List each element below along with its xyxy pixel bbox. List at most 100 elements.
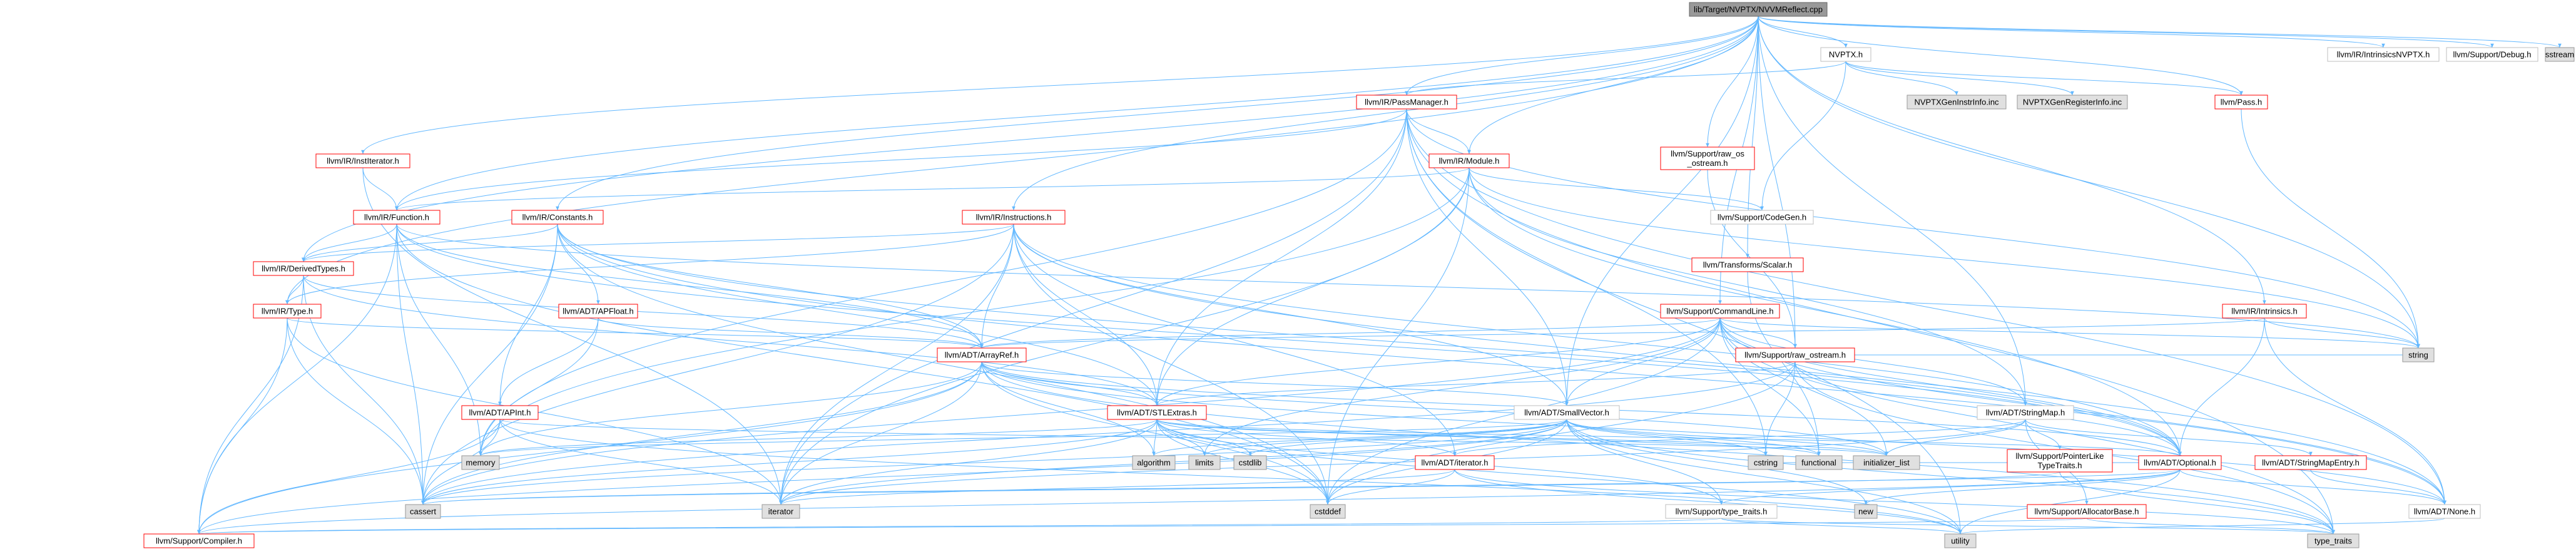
node-box-nvptx-h [1820, 47, 1871, 62]
node-label-raw-ostream: llvm/Support/raw_ostream.h [1744, 351, 1846, 360]
node-institerator[interactable]: llvm/IR/InstIterator.h [315, 153, 410, 168]
edge-smallvector-to-cstdlib [1248, 419, 1567, 456]
node-box-intrinsics-h [2222, 304, 2307, 319]
edge-constants_h-to-optional [557, 223, 2182, 456]
edge-constants_h-to-derivedtypes [302, 223, 558, 262]
node-stlextras[interactable]: llvm/ADT/STLExtras.h [1107, 405, 1207, 420]
node-apint[interactable]: llvm/ADT/APInt.h [461, 405, 539, 420]
node-scalar-h[interactable]: llvm/Transforms/Scalar.h [1691, 257, 1804, 272]
edge-commandline-to-limits [1203, 317, 1721, 456]
node-type-traits-h[interactable]: llvm/Support/type_traits.h [1665, 504, 1778, 519]
node-box-codegen-h [1710, 210, 1814, 225]
node-label-stringmapentry: llvm/ADT/StringMapEntry.h [2262, 458, 2360, 468]
edge-optional-to-utility [1958, 469, 2181, 535]
edge-pointerlike-to-type_traits [2059, 471, 2335, 535]
node-codegen-h[interactable]: llvm/Support/CodeGen.h [1710, 210, 1814, 225]
node-commandline[interactable]: llvm/Support/CommandLine.h [1660, 304, 1780, 319]
node-box-adt-none [2408, 504, 2481, 519]
node-box-functional [1795, 455, 1843, 470]
node-label-sstream: sstream [2545, 50, 2574, 59]
edge-root-to-smallvector [1565, 16, 1759, 406]
node-label-functional: functional [1801, 458, 1836, 468]
node-box-cassert [405, 504, 441, 519]
edge-optional-to-cassert [421, 469, 2181, 505]
node-apfloat[interactable]: llvm/ADT/APFloat.h [558, 304, 638, 319]
edge-smallvector-to-initializer_list [1566, 419, 1888, 456]
node-allocatorbase[interactable]: llvm/Support/AllocatorBase.h [2027, 504, 2147, 519]
node-instructions-h[interactable]: llvm/IR/Instructions.h [962, 210, 1066, 225]
edge-apfloat-to-arrayref [598, 317, 984, 349]
node-passmanager[interactable]: llvm/IR/PassManager.h [1356, 95, 1457, 110]
node-adt-iterator[interactable]: llvm/ADT/iterator.h [1415, 455, 1495, 470]
node-box-gen-instr [1907, 95, 2007, 110]
node-label-debug-h: llvm/Support/Debug.h [2453, 50, 2531, 59]
node-constants-h[interactable]: llvm/IR/Constants.h [511, 210, 604, 225]
edge-smallvector-to-compiler_h [197, 419, 1567, 535]
node-box-pointerlike [2007, 449, 2113, 473]
edge-module_h-to-memory [479, 167, 1470, 456]
edge-root-to-function_h [395, 16, 1759, 211]
edge-apint-to-initializer_list [499, 419, 1888, 456]
edge-stlextras-to-utility [1156, 419, 1962, 535]
node-box-adt-iterator [1415, 455, 1495, 470]
node-type-h[interactable]: llvm/IR/Type.h [253, 304, 322, 319]
node-intrinsics-h[interactable]: llvm/IR/Intrinsics.h [2222, 304, 2307, 319]
node-optional[interactable]: llvm/ADT/Optional.h [2138, 455, 2222, 470]
node-box-institerator [315, 153, 410, 168]
node-cstring: cstring [1748, 455, 1784, 470]
node-label-apfloat: llvm/ADT/APFloat.h [563, 307, 633, 316]
node-new: new [1854, 504, 1878, 519]
node-root[interactable]: lib/Target/NVPTX/NVVMReflect.cpp [1689, 2, 1828, 17]
edge-root-to-derivedtypes [302, 16, 1759, 262]
node-function-h[interactable]: llvm/IR/Function.h [353, 210, 440, 225]
node-box-commandline [1660, 304, 1780, 319]
node-label-smallvector: llvm/ADT/SmallVector.h [1524, 408, 1609, 418]
node-label-raw-os-ostream: llvm/Support/raw_os_ostream.h [1671, 149, 1744, 168]
node-raw-ostream[interactable]: llvm/Support/raw_ostream.h [1735, 347, 1855, 362]
edge-root-to-raw_os_ostream [1706, 16, 1759, 148]
node-label-constants-h: llvm/IR/Constants.h [522, 213, 593, 222]
node-box-cstddef [1310, 504, 1346, 519]
node-box-apint [461, 405, 539, 420]
node-label-type-h: llvm/IR/Type.h [262, 307, 313, 316]
edge-module_h-to-stlextras [1155, 167, 1470, 406]
node-adt-none[interactable]: llvm/ADT/None.h [2408, 504, 2481, 519]
edge-commandline-to-string [1719, 317, 2420, 349]
node-box-type-traits-h [1665, 504, 1778, 519]
edge-commandline-to-stlextras [1155, 317, 1721, 406]
node-intrin-nvptx[interactable]: llvm/IR/IntrinsicsNVPTX.h [2327, 47, 2440, 62]
node-box-new [1854, 504, 1878, 519]
edge-optional-to-new [1864, 469, 2181, 505]
node-box-optional [2138, 455, 2222, 470]
node-arrayref[interactable]: llvm/ADT/ArrayRef.h [937, 347, 1027, 362]
node-pass-h[interactable]: llvm/Pass.h [2214, 95, 2268, 110]
node-compiler-h[interactable]: llvm/Support/Compiler.h [143, 533, 255, 548]
node-type-traits: type_traits [2307, 533, 2360, 548]
node-raw-os-ostream[interactable]: llvm/Support/raw_os_ostream.h [1660, 146, 1755, 170]
node-debug-h[interactable]: llvm/Support/Debug.h [2446, 47, 2538, 62]
node-nvptx-h[interactable]: NVPTX.h [1820, 47, 1871, 62]
node-box-allocatorbase [2027, 504, 2147, 519]
node-cstdlib: cstdlib [1233, 455, 1267, 470]
node-label-allocatorbase: llvm/Support/AllocatorBase.h [2035, 507, 2139, 516]
node-stringmapentry[interactable]: llvm/ADT/StringMapEntry.h [2254, 455, 2367, 470]
node-label-arrayref: llvm/ADT/ArrayRef.h [945, 351, 1019, 360]
node-box-function-h [353, 210, 440, 225]
edge-root-to-module_h [1467, 16, 1759, 155]
edge-function_h-to-memory [396, 223, 482, 456]
edge-root-to-nvptx_h [1758, 16, 1848, 48]
node-label-apint: llvm/ADT/APInt.h [469, 408, 531, 418]
node-label-root: lib/Target/NVPTX/NVVMReflect.cpp [1694, 5, 1823, 14]
node-smallvector[interactable]: llvm/ADT/SmallVector.h [1514, 405, 1620, 420]
node-box-passmanager [1356, 95, 1457, 110]
node-derivedtypes[interactable]: llvm/IR/DerivedTypes.h [253, 261, 354, 276]
node-limits: limits [1188, 455, 1221, 470]
node-stringmap[interactable]: llvm/ADT/StringMap.h [1977, 405, 2074, 420]
edge-root-to-passmanager [1405, 16, 1759, 96]
node-box-cstdlib [1233, 455, 1267, 470]
node-box-limits [1188, 455, 1221, 470]
node-module-h[interactable]: llvm/IR/Module.h [1428, 153, 1510, 168]
node-box-utility [1944, 533, 1977, 548]
